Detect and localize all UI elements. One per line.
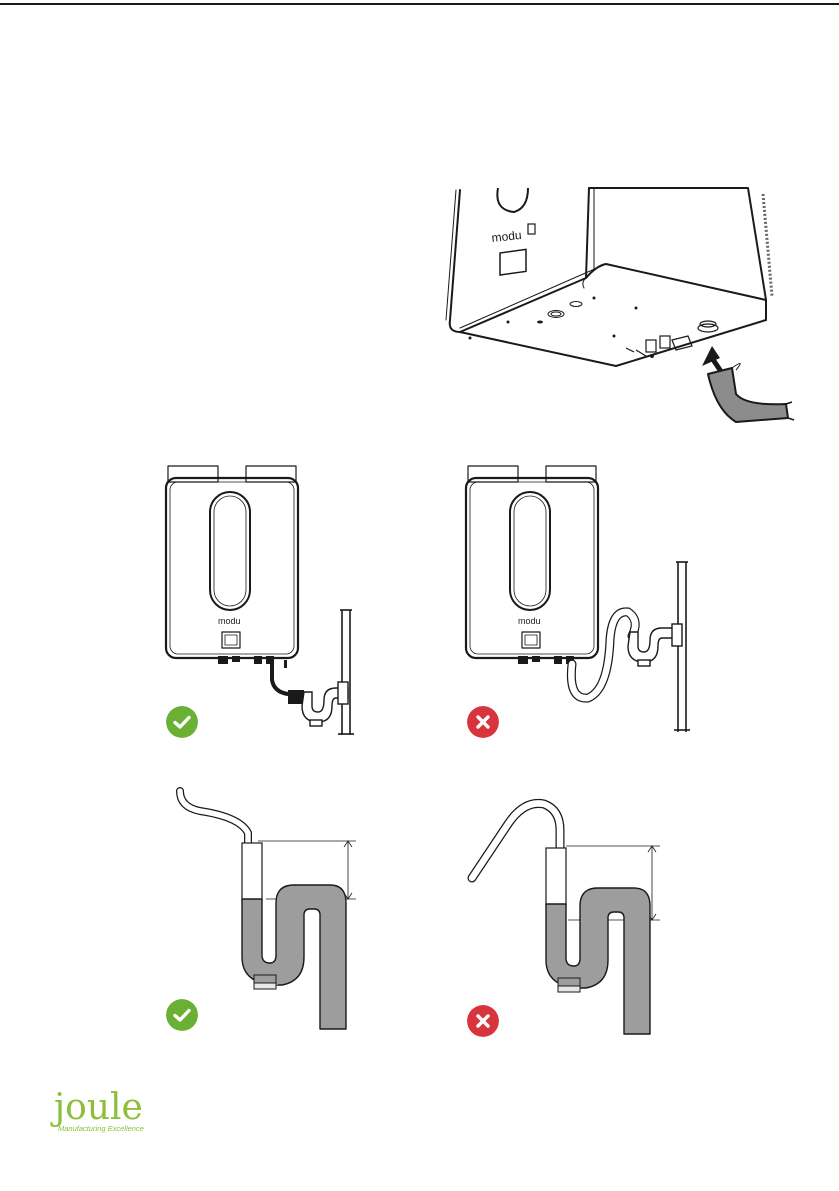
brand-tagline: Manufacturing Excellence — [58, 1124, 144, 1133]
incorrect-badge-top — [467, 706, 499, 738]
correct-badge-top — [166, 706, 198, 738]
svg-text:modu: modu — [218, 616, 241, 626]
unit-with-looped-hose-routing: modu — [460, 460, 700, 740]
svg-text:modu: modu — [491, 228, 522, 245]
trap-correct-hose-entry — [170, 785, 370, 1035]
brand-name: joule — [54, 1088, 143, 1128]
top-rule — [0, 3, 839, 5]
unit-base-condensate-connection: modu — [436, 180, 796, 430]
incorrect-badge-bottom — [467, 1005, 499, 1037]
trap-raised-hose-entry — [464, 780, 674, 1040]
correct-badge-bottom — [166, 999, 198, 1031]
svg-text:modu: modu — [518, 616, 541, 626]
unit-with-correct-hose-routing: modu — [160, 460, 360, 740]
brand-logo: joule Manufacturing Excellence — [54, 1094, 174, 1138]
